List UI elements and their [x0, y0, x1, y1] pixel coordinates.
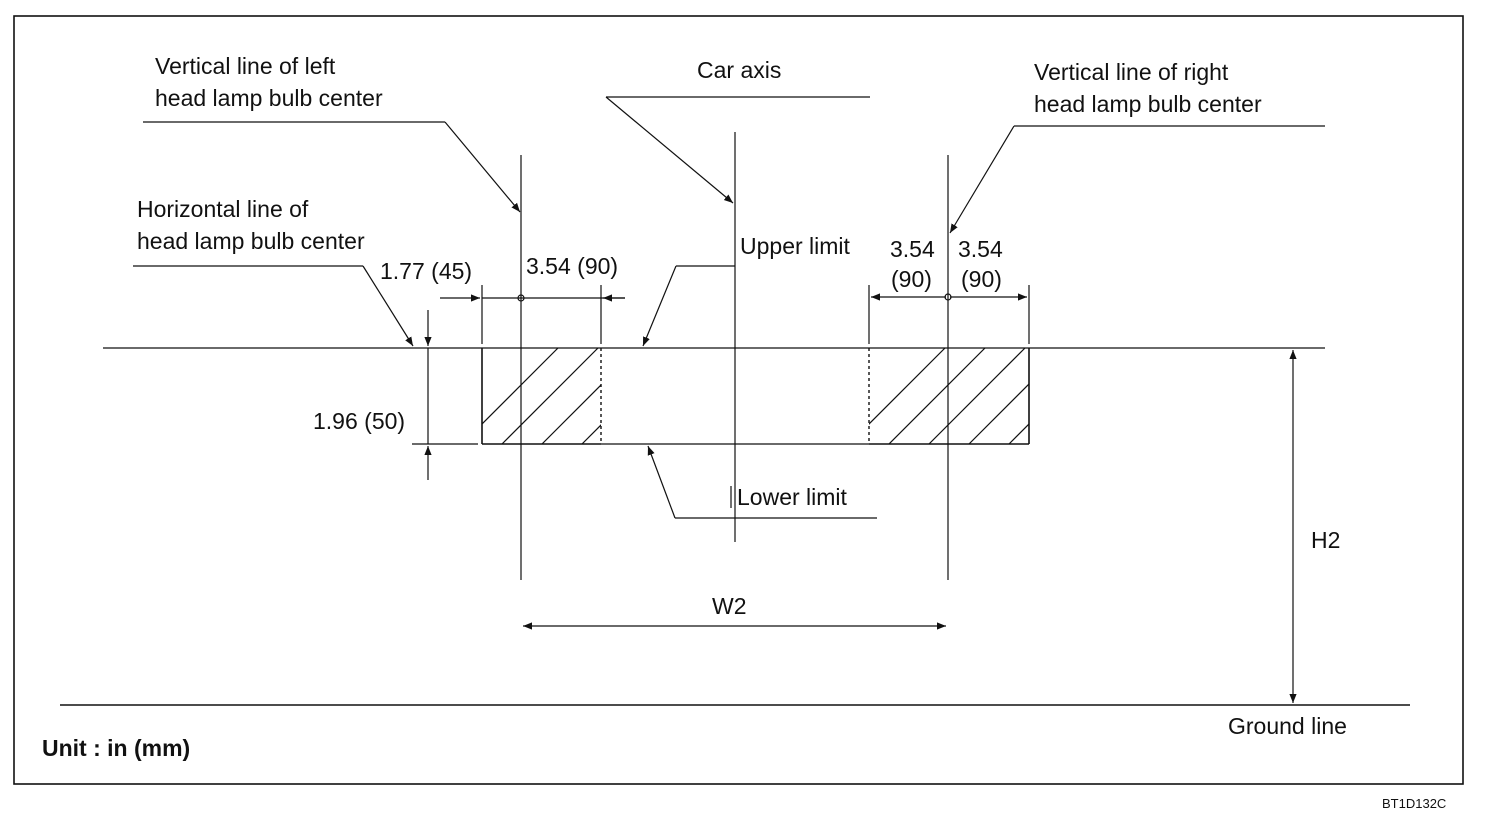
- right-width-dimension: [868, 285, 1030, 344]
- left-vertical-label-line2: head lamp bulb center: [155, 85, 383, 111]
- lower-limit-leader: [647, 445, 877, 519]
- dim-right-a-label-line1: 3.54: [890, 236, 935, 262]
- dim-right-b-label-line1: 3.54: [958, 236, 1003, 262]
- left-vertical-leader: [143, 121, 521, 213]
- left-width-dimension: [440, 285, 625, 344]
- h2-label: H2: [1311, 527, 1340, 553]
- horizontal-line-label-line1: Horizontal line of: [137, 196, 309, 222]
- dim-right-b-label-line2: (90): [961, 266, 1002, 292]
- figure-code: BT1D132C: [1382, 796, 1446, 811]
- left-aiming-zone: [481, 348, 602, 445]
- right-vertical-label-line2: head lamp bulb center: [1034, 91, 1262, 117]
- dim-right-a-label-line2: (90): [891, 266, 932, 292]
- lower-limit-label: Lower limit: [737, 484, 848, 510]
- right-vertical-leader: [949, 125, 1325, 234]
- right-vertical-label-line1: Vertical line of right: [1034, 59, 1229, 85]
- car-axis-leader: [605, 96, 870, 204]
- diagram-frame: [13, 15, 1464, 785]
- dim-left-offset-label: 1.77 (45): [380, 258, 472, 284]
- upper-limit-leader: [642, 265, 735, 347]
- unit-label: Unit : in (mm): [42, 735, 190, 761]
- left-vertical-label-line1: Vertical line of left: [155, 53, 336, 79]
- w2-label: W2: [712, 593, 747, 619]
- dim-height-label: 1.96 (50): [313, 408, 405, 434]
- right-aiming-zone: [868, 348, 1030, 445]
- car-axis-label: Car axis: [697, 57, 781, 83]
- upper-limit-label: Upper limit: [740, 233, 851, 259]
- horizontal-line-label-line2: head lamp bulb center: [137, 228, 365, 254]
- height-dimension: [412, 310, 478, 480]
- dim-left-width-label: 3.54 (90): [526, 253, 618, 279]
- ground-line-label: Ground line: [1228, 713, 1347, 739]
- horizontal-line-leader: [133, 265, 414, 347]
